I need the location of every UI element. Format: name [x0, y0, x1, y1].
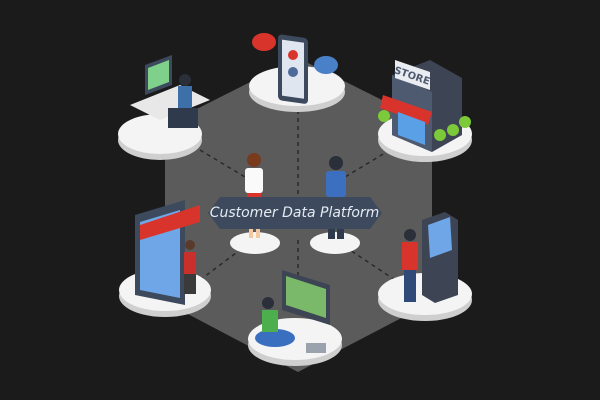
mobile-chat-icon [252, 33, 338, 104]
center-banner [208, 197, 382, 229]
smart-tv-gamer-icon [255, 270, 330, 353]
kiosk-icon [402, 212, 458, 303]
platform-center-right [310, 232, 360, 254]
mobile-shop-icon [135, 200, 200, 305]
store-icon: STORE [378, 60, 471, 152]
platform-center-left [230, 232, 280, 254]
desktop-computer-user-icon [130, 55, 210, 128]
center-label: Customer Data Platform [209, 205, 380, 221]
